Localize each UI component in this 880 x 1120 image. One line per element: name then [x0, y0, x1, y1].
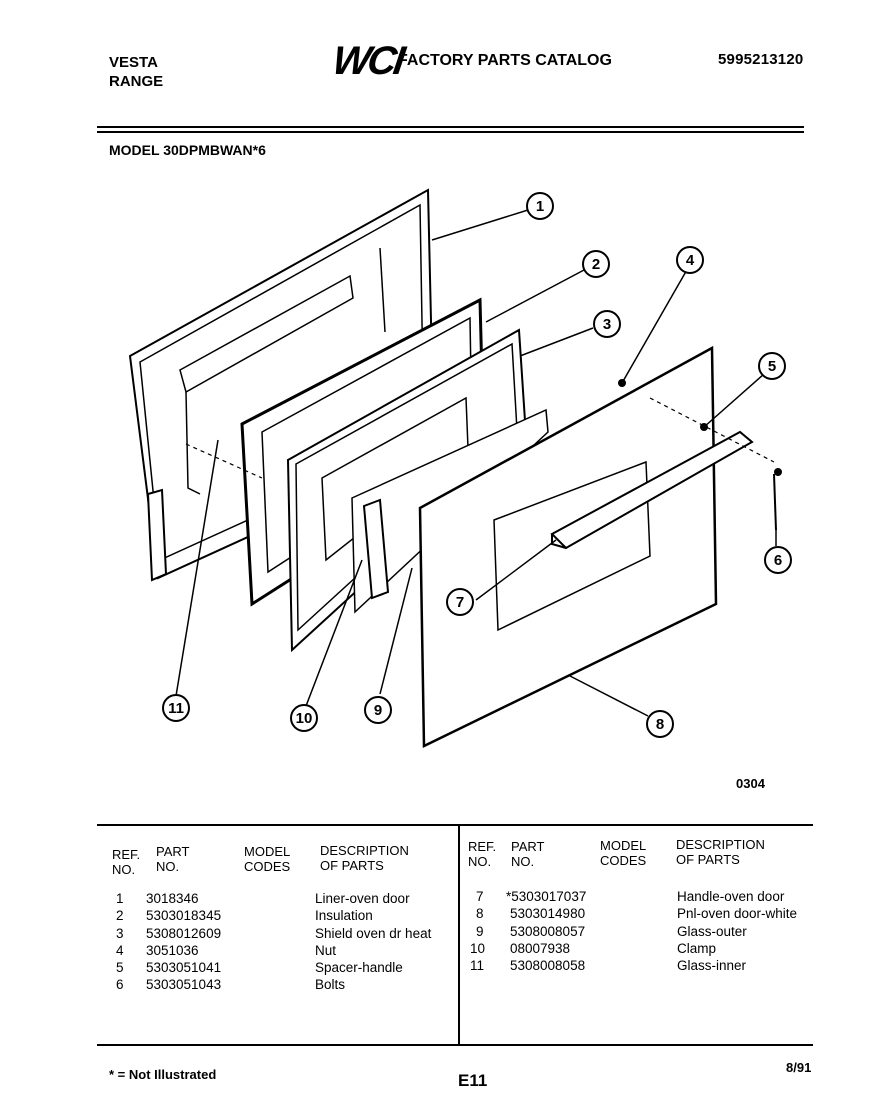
not-illustrated-note: * = Not Illustrated — [109, 1067, 217, 1082]
product-type: RANGE — [109, 73, 164, 90]
catalog-title: FACTORY PARTS CATALOG — [398, 52, 612, 69]
callout-5: 5 — [768, 358, 776, 375]
table-divider — [458, 826, 460, 1044]
exploded-door-diagram: 1 2 3 4 5 6 7 8 9 10 11 — [128, 188, 792, 748]
table-top-rule — [97, 824, 813, 826]
callout-4: 4 — [686, 252, 695, 269]
header-ref: REF.NO. — [112, 847, 141, 877]
callout-8: 8 — [656, 716, 664, 733]
part-handle-shape — [550, 430, 754, 550]
callout-3: 3 — [603, 316, 611, 333]
callout-6: 6 — [774, 552, 782, 569]
callout-7: 7 — [456, 594, 464, 611]
header-rule-top — [97, 126, 804, 128]
callout-9: 9 — [374, 702, 382, 719]
callout-2: 2 — [592, 256, 600, 273]
brand-name: VESTA — [109, 54, 158, 71]
table-bottom-rule — [97, 1044, 813, 1046]
figure-code: 0304 — [736, 776, 765, 791]
header-ref-right: REF.NO. — [468, 839, 497, 869]
callout-10: 10 — [296, 710, 313, 727]
callout-11: 11 — [168, 700, 184, 717]
revision-date: 8/91 — [786, 1060, 812, 1075]
header-rule-bottom — [97, 131, 804, 133]
part-clamp-shape — [362, 498, 390, 600]
catalog-number: 5995213120 — [718, 51, 804, 68]
callout-1: 1 — [536, 198, 544, 215]
model-number: MODEL 30DPMBWAN*6 — [109, 142, 266, 158]
page-number: E11 — [458, 1071, 488, 1090]
